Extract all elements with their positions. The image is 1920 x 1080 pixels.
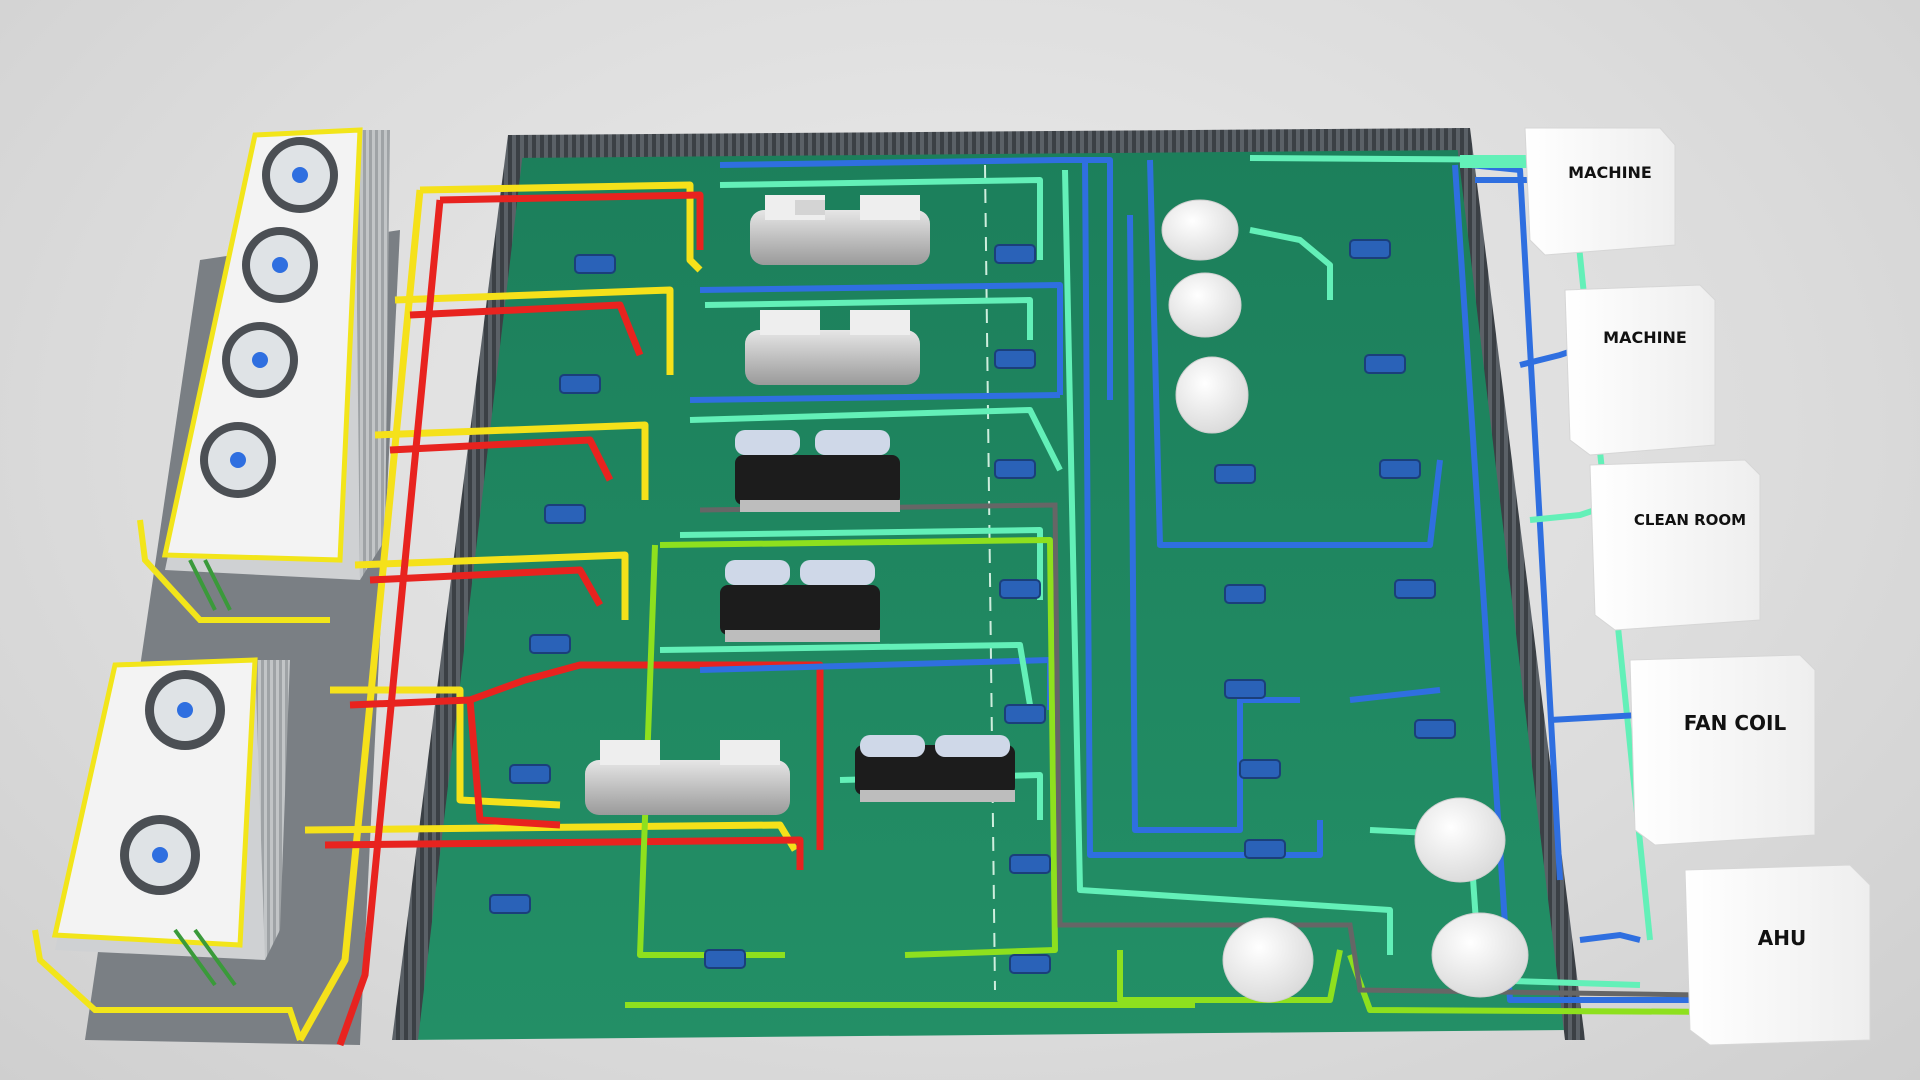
chilled-water-supply-pipes xyxy=(689,157,1690,1003)
storage-tank xyxy=(1175,356,1249,434)
cooling-tower-bank-lower xyxy=(32,657,303,1041)
storage-tank xyxy=(1161,199,1239,261)
cooling-tower-bank-upper xyxy=(137,127,390,623)
destination-box-fan-coil: FAN COIL xyxy=(1629,654,1816,846)
right-wall xyxy=(1455,128,1585,1040)
destination-label: MACHINE xyxy=(1603,328,1687,347)
pump-group xyxy=(489,239,1456,974)
chiller-unit xyxy=(735,430,900,512)
storage-tank xyxy=(1168,272,1242,338)
storage-tank xyxy=(1431,912,1529,998)
destination-label: AHU xyxy=(1758,926,1806,950)
chiller-unit xyxy=(750,195,930,265)
condenser-water-return-pipes xyxy=(324,191,824,1047)
chiller-unit xyxy=(720,560,880,642)
plant-floor xyxy=(400,148,1570,1040)
destination-label: FAN COIL xyxy=(1684,711,1787,735)
floor-guideline xyxy=(984,164,996,991)
chiller-unit xyxy=(585,740,790,815)
destination-label: CLEAN ROOM xyxy=(1634,511,1746,529)
drain-pipes xyxy=(699,502,1701,998)
destination-box-machine-1: MACHINE xyxy=(1524,127,1676,256)
fan-icon xyxy=(145,670,225,750)
fan-icon xyxy=(242,227,318,303)
destination-label: MACHINE xyxy=(1568,163,1652,182)
fan-icon xyxy=(120,815,200,895)
destination-box-clean-room: CLEAN ROOM xyxy=(1589,459,1761,631)
storage-tank xyxy=(1414,797,1506,883)
fan-icon xyxy=(262,137,338,213)
destination-box-ahu: AHU xyxy=(1684,864,1871,1046)
chiller-unit xyxy=(745,310,920,385)
left-wall xyxy=(392,135,525,1040)
storage-tank xyxy=(1222,917,1314,1003)
fan-icon xyxy=(222,322,298,398)
chiller-unit xyxy=(855,735,1015,802)
destination-box-machine-2: MACHINE xyxy=(1564,284,1716,456)
back-wall xyxy=(510,128,1465,158)
fan-icon xyxy=(200,422,276,498)
